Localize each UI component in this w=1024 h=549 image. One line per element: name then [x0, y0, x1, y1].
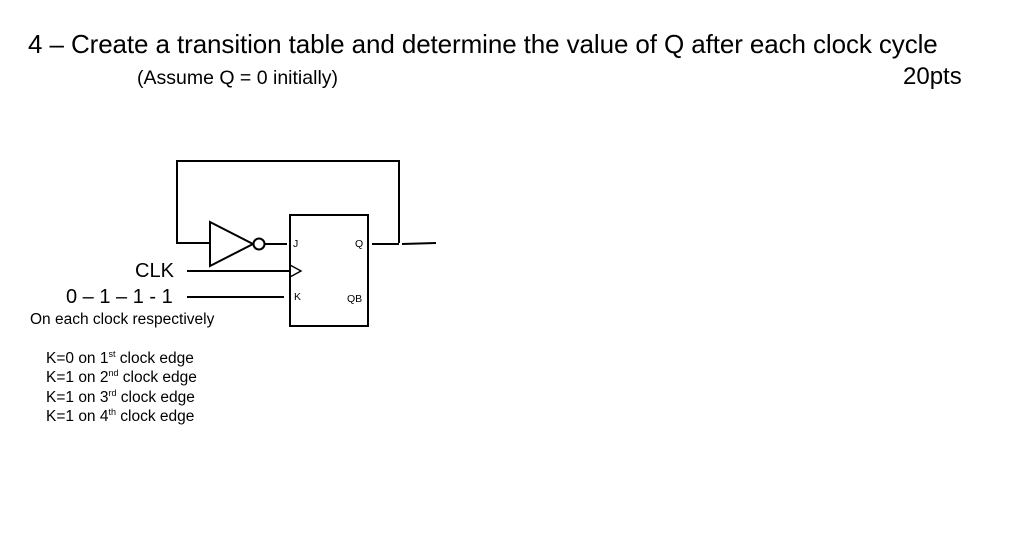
q-pin-label: Q: [355, 238, 364, 250]
k-sequence-note: On each clock respectively: [30, 311, 215, 328]
clock-edge-list: K=0 on 1st clock edge K=1 on 2nd clock e…: [46, 349, 197, 426]
clock-edge-item: K=1 on 2nd clock edge: [46, 368, 197, 387]
inverter-gate-icon: [209, 220, 256, 268]
points-label: 20pts: [903, 63, 962, 90]
clock-edge-item: K=1 on 3rd clock edge: [46, 387, 195, 406]
q-output-extension-wire: [401, 242, 437, 245]
flip-flop-box: [289, 214, 369, 327]
j-pin-label: J: [293, 238, 299, 250]
k-pin-label: K: [294, 291, 302, 303]
k-input-sequence: 0 – 1 – 1 - 1: [66, 286, 173, 308]
clock-edge-item: K=1 on 4th clock edge: [46, 406, 195, 425]
question-title: 4 – Create a transition table and determ…: [28, 29, 938, 59]
feedback-wire: [176, 160, 400, 244]
inverter-bubble-icon: [252, 237, 266, 251]
clock-input-triangle-icon: [289, 264, 303, 278]
initial-assumption: (Assume Q = 0 initially): [137, 67, 339, 89]
clk-label: CLK: [135, 260, 174, 282]
qb-pin-label: QB: [347, 293, 363, 305]
clock-edge-item: K=0 on 1st clock edge: [46, 349, 194, 368]
